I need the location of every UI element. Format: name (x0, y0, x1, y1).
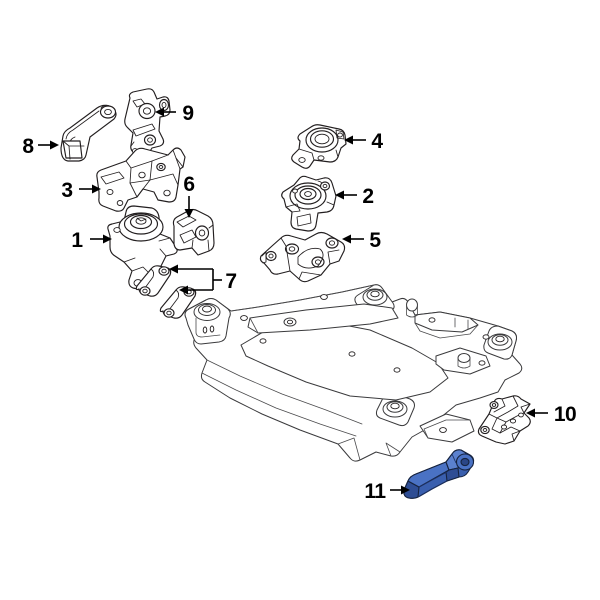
part-3-engine-mount-bracket-left[interactable] (96, 147, 186, 212)
part-5-transmission-mount-bracket[interactable] (259, 231, 346, 283)
callout-number-3[interactable]: 3 (61, 179, 73, 202)
part-4-upper-mount-plate[interactable] (291, 124, 347, 169)
part-10-transmission-crossmember[interactable] (477, 395, 531, 445)
part-1-left-engine-mount[interactable] (107, 205, 178, 291)
callout-number-11[interactable]: 11 (364, 480, 387, 503)
callout-number-4[interactable]: 4 (371, 130, 384, 153)
callout-number-5[interactable]: 5 (369, 229, 382, 252)
callout-number-2[interactable]: 2 (362, 185, 374, 208)
callout-number-7[interactable]: 7 (225, 270, 237, 293)
part-9-engine-mount-bracket-upper[interactable] (124, 88, 171, 159)
callout-number-9[interactable]: 9 (182, 102, 194, 125)
part-11-rear-torque-strut-selected[interactable] (403, 449, 475, 499)
callout-number-6[interactable]: 6 (183, 173, 195, 196)
callout-number-8[interactable]: 8 (22, 135, 35, 158)
callout-leaders (38, 107, 548, 495)
part-6-small-support-bracket[interactable] (172, 208, 215, 256)
part-7-torque-rod-pair[interactable] (135, 265, 197, 319)
part-8-torque-strut-rod[interactable] (60, 104, 117, 162)
callout-number-10[interactable]: 10 (554, 403, 577, 426)
part-2-rear-engine-mount-round[interactable] (281, 175, 337, 232)
callout-number-1[interactable]: 1 (71, 229, 84, 252)
part-subframe-engine-cradle[interactable] (184, 284, 523, 462)
callout-numbers: 1 2 3 4 5 6 7 8 9 10 11 (22, 102, 576, 503)
